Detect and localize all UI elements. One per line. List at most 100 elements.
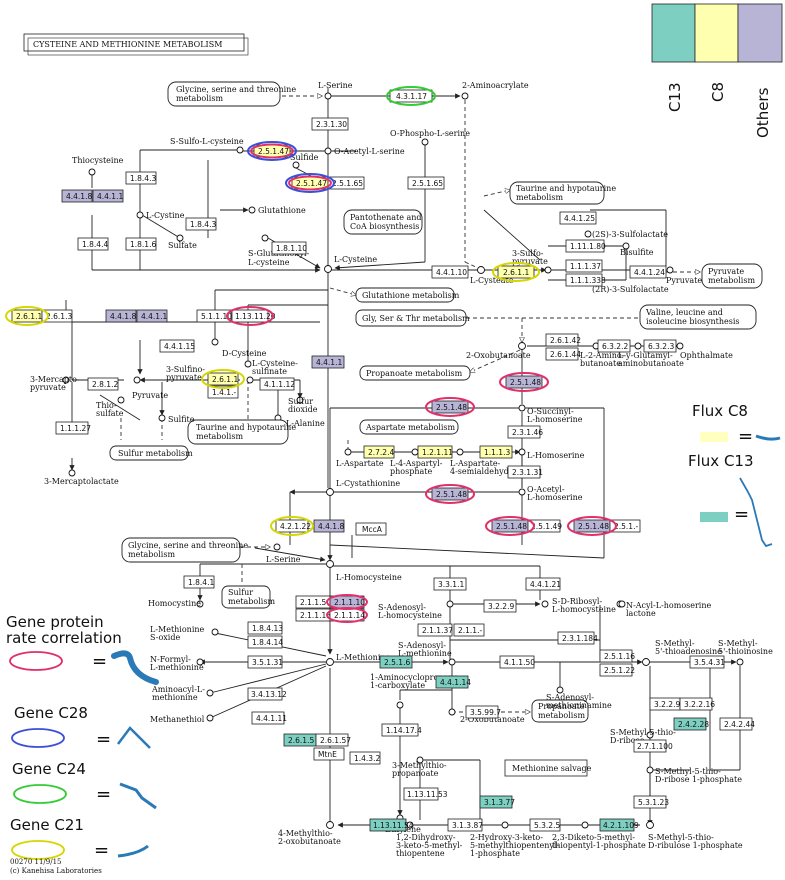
svg-text:S-oxide: S-oxide: [150, 633, 180, 642]
svg-text:Sulfur: Sulfur: [228, 588, 253, 597]
svg-text:S-Adenosyl-: S-Adenosyl-: [546, 693, 594, 702]
svg-text:4.4.1.14: 4.4.1.14: [440, 678, 471, 687]
svg-text:metabolism: metabolism: [708, 276, 755, 285]
svg-text:S-Adenosyl-: S-Adenosyl-: [398, 641, 446, 650]
gene-legend: Gene protein rate correlation = Gene C28…: [6, 613, 159, 861]
svg-text:2.5.1.6: 2.5.1.6: [384, 658, 410, 667]
svg-text:2.6.1.42: 2.6.1.42: [550, 336, 581, 345]
svg-text:Taurine and hypotaurine: Taurine and hypotaurine: [196, 423, 296, 432]
legend-c21-label: Gene C21: [10, 816, 84, 834]
svg-text:Sulfur metabolism: Sulfur metabolism: [118, 449, 193, 458]
svg-text:=: =: [734, 504, 749, 525]
svg-text:4.3.1.17: 4.3.1.17: [396, 92, 427, 101]
svg-text:1.8.4.1: 1.8.4.1: [188, 578, 214, 587]
color-key-c13-swatch: [651, 3, 696, 63]
svg-text:O-Phospho-L-serine: O-Phospho-L-serine: [390, 129, 470, 138]
rate-highlight: [288, 175, 332, 191]
svg-text:2.1.1.10: 2.1.1.10: [334, 598, 365, 607]
svg-text:1.8.1.10: 1.8.1.10: [276, 244, 307, 253]
svg-text:2.7.2.4: 2.7.2.4: [368, 448, 394, 457]
svg-text:L-homocysteine: L-homocysteine: [552, 605, 616, 614]
flux-c13-label: Flux C13: [688, 452, 754, 470]
svg-text:2.6.1.44: 2.6.1.44: [550, 350, 581, 359]
svg-text:1.2.1.11: 1.2.1.11: [422, 448, 453, 457]
svg-text:thiopentene: thiopentene: [396, 849, 445, 858]
svg-text:2.1.1.5: 2.1.1.5: [300, 598, 326, 607]
svg-text:butanoate: butanoate: [580, 359, 621, 368]
svg-text:S-Adenosyl-: S-Adenosyl-: [378, 603, 426, 612]
svg-text:5'-thioadenosine: 5'-thioadenosine: [655, 647, 722, 656]
svg-text:2.6.1.1: 2.6.1.1: [503, 268, 529, 277]
svg-text:Pyruvate: Pyruvate: [132, 391, 168, 400]
svg-text:Valine, leucine and: Valine, leucine and: [645, 308, 723, 317]
svg-text:S-Methyl-5-thio-: S-Methyl-5-thio-: [648, 833, 714, 842]
svg-text:aminobutanoate: aminobutanoate: [618, 359, 684, 368]
legend-rate-line1: Gene protein: [6, 613, 104, 631]
svg-text:lactone: lactone: [626, 609, 656, 618]
svg-text:(c) Kanehisa Laboratories: (c) Kanehisa Laboratories: [10, 867, 102, 875]
flux-c13-swatch: [700, 512, 728, 522]
svg-text:1.1.1.338: 1.1.1.338: [570, 276, 606, 285]
svg-text:S-Sulfo-L-cysteine: S-Sulfo-L-cysteine: [170, 137, 244, 146]
svg-text:Aminoacyl-L-: Aminoacyl-L-: [151, 685, 205, 694]
svg-text:3-Mercaptolactate: 3-Mercaptolactate: [44, 477, 119, 486]
svg-text:N-Formyl-: N-Formyl-: [150, 655, 191, 664]
svg-text:5.1.1.10: 5.1.1.10: [201, 312, 232, 321]
svg-text:L-methionine: L-methionine: [150, 663, 204, 672]
legend-rate-curve: [111, 650, 159, 685]
rate-highlight: [326, 607, 368, 623]
svg-text:Ophthalmate: Ophthalmate: [680, 351, 733, 360]
svg-text:metabolism: metabolism: [196, 432, 243, 441]
svg-text:2.6.1.57: 2.6.1.57: [320, 736, 351, 745]
svg-text:2.5.1.47: 2.5.1.47: [296, 179, 327, 188]
svg-text:Sulfur: Sulfur: [288, 397, 313, 406]
legend-c21-ellipse: [11, 840, 65, 860]
svg-text:Bisulfite: Bisulfite: [620, 248, 654, 257]
svg-text:L-Homocysteine: L-Homocysteine: [336, 573, 402, 582]
svg-text:3.4.13.12: 3.4.13.12: [251, 690, 287, 699]
svg-text:4.4.1.24: 4.4.1.24: [634, 268, 665, 277]
svg-text:1-carboxylate: 1-carboxylate: [370, 681, 425, 690]
legend-c24-label: Gene C24: [12, 760, 86, 778]
c21-highlight: [270, 516, 314, 536]
svg-text:Propanoate metabolism: Propanoate metabolism: [366, 369, 463, 378]
svg-text:=: =: [96, 784, 111, 805]
diagram-title: CYSTEINE AND METHIONINE METABOLISM: [23, 33, 249, 56]
svg-text:(2S)-3-Sulfolactate: (2S)-3-Sulfolactate: [592, 230, 668, 239]
svg-text:metabolism: metabolism: [228, 597, 275, 606]
svg-text:2.3.1.46: 2.3.1.46: [512, 428, 543, 437]
svg-text:1.8.4.3: 1.8.4.3: [130, 174, 156, 183]
svg-text:2.5.1.48: 2.5.1.48: [496, 522, 527, 531]
flux-c13-curve: [739, 477, 773, 548]
svg-text:2.1.1.13: 2.1.1.13: [300, 611, 331, 620]
svg-text:2,3-Diketo-5-methyl-: 2,3-Diketo-5-methyl-: [552, 833, 635, 842]
svg-text:S-Methyl-: S-Methyl-: [718, 639, 758, 648]
rate-highlight: [485, 516, 535, 536]
svg-text:1-phosphate: 1-phosphate: [470, 849, 520, 858]
svg-text:Glutathione metabolism: Glutathione metabolism: [362, 291, 460, 300]
svg-text:6.3.2.2: 6.3.2.2: [602, 342, 628, 351]
svg-text:D-Cysteine: D-Cysteine: [222, 349, 267, 358]
svg-text:CoA biosynthesis: CoA biosynthesis: [350, 222, 419, 231]
svg-text:2.1.1.-: 2.1.1.-: [458, 626, 482, 635]
svg-text:sulfate: sulfate: [96, 409, 124, 418]
svg-text:2.5.1.65: 2.5.1.65: [332, 179, 363, 188]
flux-c8-curve: [755, 434, 781, 441]
svg-text:Glutathione: Glutathione: [258, 206, 306, 215]
svg-text:1.11.1.80: 1.11.1.80: [570, 242, 606, 251]
svg-text:L-Cysteine: L-Cysteine: [334, 255, 377, 264]
svg-text:=: =: [92, 651, 107, 672]
svg-text:S-Methyl-5-thio-: S-Methyl-5-thio-: [610, 728, 676, 737]
svg-text:L-homocysteine: L-homocysteine: [378, 611, 442, 620]
svg-text:O-Acetyl-: O-Acetyl-: [527, 485, 565, 494]
svg-text:2.6.1.1: 2.6.1.1: [212, 375, 238, 384]
svg-text:4.2.1.22: 4.2.1.22: [280, 522, 311, 531]
svg-text:pyruvate: pyruvate: [512, 257, 548, 266]
svg-text:MtnE: MtnE: [318, 750, 337, 759]
svg-text:L-cysteine: L-cysteine: [248, 258, 290, 267]
svg-text:2.3.1.31: 2.3.1.31: [512, 468, 543, 477]
svg-text:L-Methionine: L-Methionine: [150, 625, 205, 634]
svg-text:Taurine and hypotaurine: Taurine and hypotaurine: [516, 184, 616, 193]
svg-text:2.5.1.-: 2.5.1.-: [614, 522, 638, 531]
svg-text:4.4.1.1: 4.4.1.1: [97, 192, 123, 201]
